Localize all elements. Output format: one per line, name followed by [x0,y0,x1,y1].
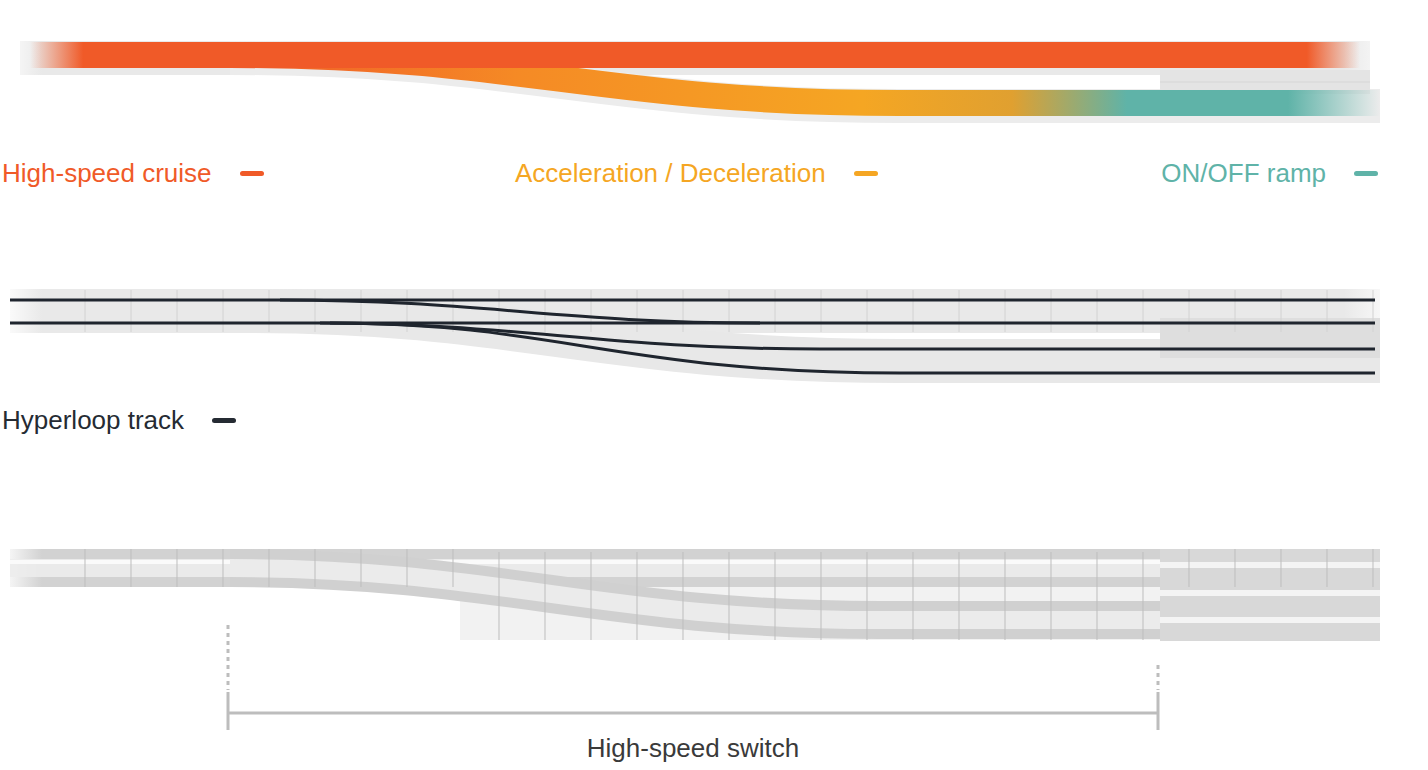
legend-text: Hyperloop track [2,402,184,438]
track-layout [10,290,1380,373]
legend-text: High-speed cruise [2,155,212,191]
dimension-label: High-speed switch [587,730,799,766]
track-lines [10,300,1375,373]
speed-bands [20,55,1380,106]
legend-text: ON/OFF ramp [1161,155,1326,191]
dimension-bracket [228,625,1158,730]
legend-swatch [1354,171,1378,176]
tube-switch [10,549,1380,641]
legend-swatch [240,171,264,176]
legend-entry: High-speed cruise [2,155,264,191]
legend-text: Acceleration / Deceleration [515,155,826,191]
legend-swatch [212,418,236,423]
legend-entry: Hyperloop track [2,402,236,438]
legend-entry: Acceleration / Deceleration [515,155,878,191]
legend-entry: ON/OFF ramp [1161,155,1378,191]
legend-swatch [854,171,878,176]
